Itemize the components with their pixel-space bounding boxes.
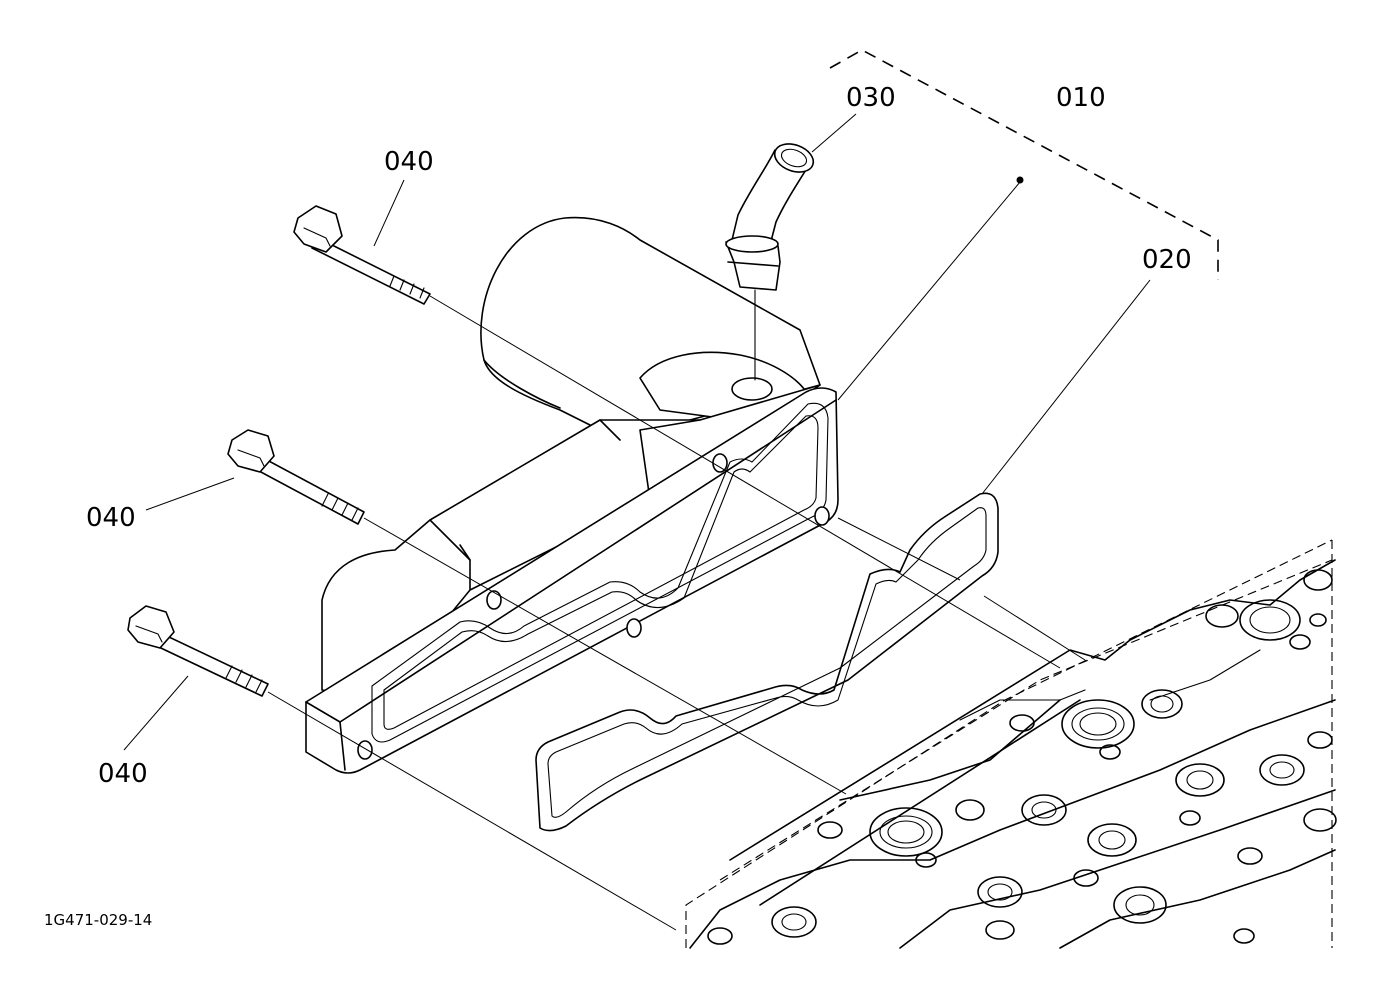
label-030: 030: [846, 83, 896, 113]
bolt-040-bottom: [127, 605, 269, 697]
gasket-020: [535, 492, 999, 832]
label-040-top: 040: [384, 147, 434, 177]
label-010: 010: [1056, 83, 1106, 113]
cylinder-head: [685, 539, 1337, 949]
reference-code: 1G471-029-14: [44, 911, 152, 929]
label-040-middle: 040: [86, 503, 136, 533]
label-020: 020: [1142, 245, 1192, 275]
head-bosses: [707, 569, 1337, 945]
leader-dot: [1016, 176, 1024, 184]
pipe-030: [725, 143, 815, 381]
bolt-040-top: [293, 205, 431, 305]
leader-lines: [123, 49, 1219, 751]
bolt-040-middle: [227, 429, 365, 525]
label-040-bottom: 040: [98, 759, 148, 789]
assembly-lines: [267, 295, 1086, 931]
cover-body: [305, 216, 839, 774]
